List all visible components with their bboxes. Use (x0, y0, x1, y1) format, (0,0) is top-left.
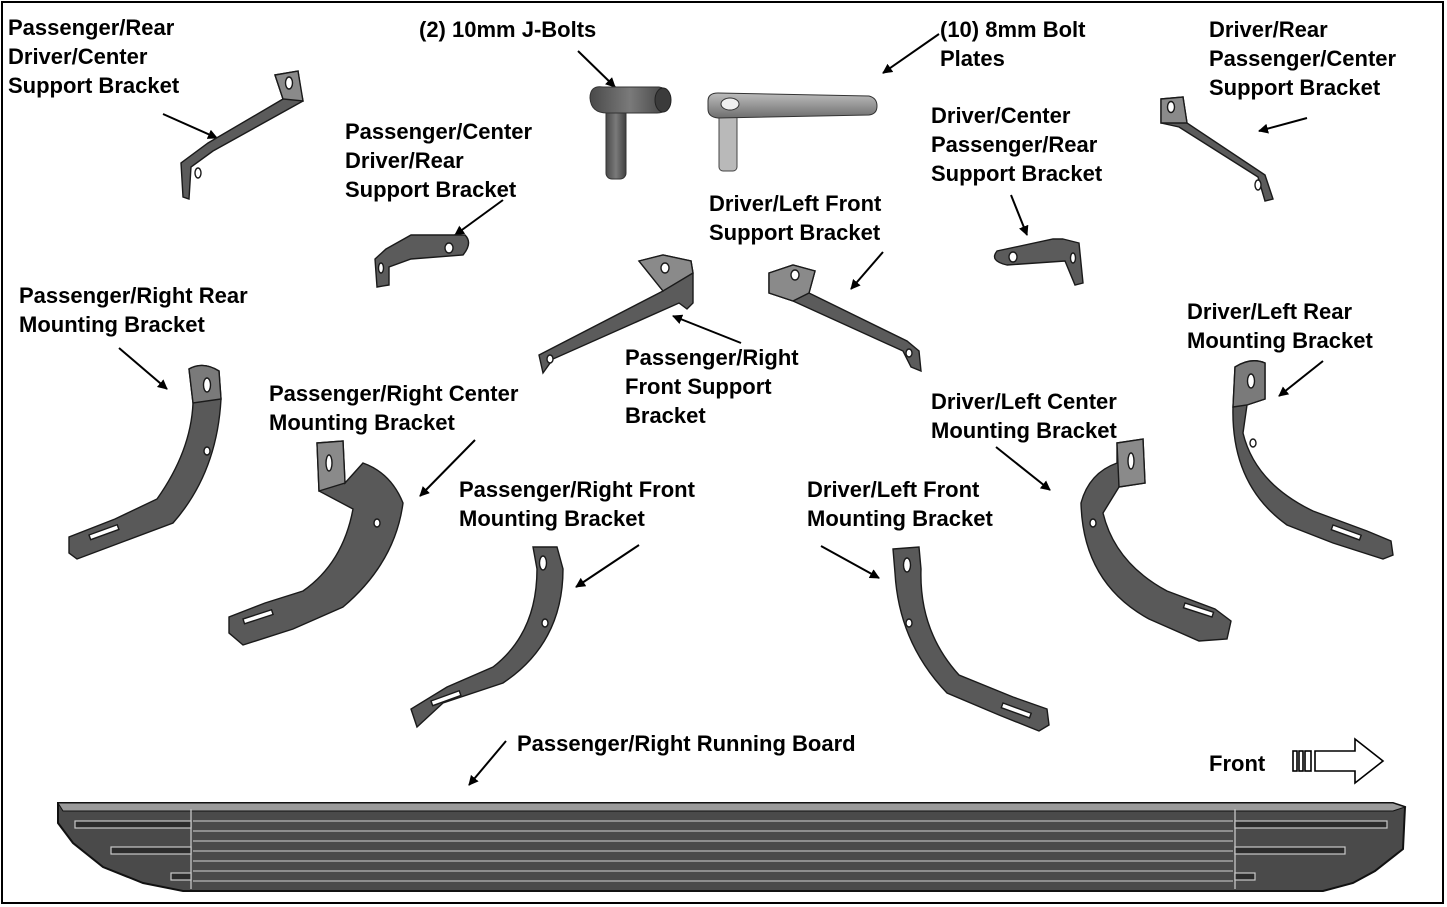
mounting-bracket-pass-right-center (228, 440, 404, 646)
mounting-bracket-drv-left-center (1080, 438, 1232, 642)
support-bracket-drv-rear (1160, 96, 1274, 202)
support-bracket-drv-center (993, 238, 1084, 286)
arrow-pass-center-support (454, 199, 504, 236)
support-bracket-drv-left-front (768, 264, 922, 373)
arrow-drv-left-center-mount (995, 446, 1051, 491)
label-running-board: Passenger/Right Running Board (517, 731, 856, 756)
arrow-pass-right-front-support (672, 314, 742, 344)
label-drv-left-front-support: Driver/Left Front Support Bracket (709, 191, 882, 245)
label-pass-rear-drv-center-support: Passenger/Rear Driver/Center Support Bra… (8, 15, 180, 98)
j-bolt-part (589, 86, 672, 180)
arrow-bolt-plates (882, 33, 940, 74)
arrow-drv-rear-support (1258, 117, 1308, 134)
arrow-drv-left-front-mount (820, 545, 880, 579)
support-bracket-pass-right-front (538, 254, 694, 375)
mounting-bracket-pass-right-rear (68, 364, 222, 560)
arrow-j-bolts (577, 50, 616, 88)
support-bracket-pass-rear (180, 70, 304, 200)
arrow-pass-right-rear-mount (118, 347, 168, 390)
arrow-pass-right-front-mount (575, 544, 640, 588)
label-drv-left-rear-mounting: Driver/Left Rear Mounting Bracket (1187, 299, 1373, 353)
label-drv-left-front-mounting: Driver/Left Front Mounting Bracket (807, 477, 993, 531)
label-pass-center-drv-rear-support: Passenger/Center Driver/Rear Support Bra… (345, 119, 533, 202)
mounting-bracket-drv-left-rear (1232, 360, 1394, 560)
mounting-bracket-pass-right-front (410, 546, 564, 729)
front-direction-icon (1292, 737, 1385, 785)
label-pass-right-rear-mounting: Passenger/Right Rear Mounting Bracket (19, 283, 248, 337)
parts-diagram (57, 33, 1407, 892)
support-bracket-pass-center (374, 234, 470, 288)
label-drv-center-pass-rear-support: Driver/Center Passenger/Rear Support Bra… (931, 103, 1103, 186)
label-pass-right-front-support: Passenger/Right Front Support Bracket (625, 345, 799, 428)
bolt-plate-part (707, 92, 878, 172)
arrow-pass-right-center-mount (419, 439, 476, 497)
label-bolt-plates: (10) 8mm Bolt Plates (940, 17, 1086, 71)
front-label: Front (1209, 751, 1266, 776)
arrow-running-board (468, 740, 507, 786)
mounting-bracket-drv-left-front (892, 546, 1050, 732)
label-pass-right-center-mounting: Passenger/Right Center Mounting Bracket (269, 381, 519, 435)
arrow-pass-rear-support (162, 113, 218, 139)
arrow-drv-center-support (1010, 194, 1029, 236)
running-board-part (57, 802, 1407, 892)
label-pass-right-front-mounting: Passenger/Right Front Mounting Bracket (459, 477, 695, 531)
label-drv-left-center-mounting: Driver/Left Center Mounting Bracket (931, 389, 1117, 443)
label-drv-rear-pass-center-support: Driver/Rear Passenger/Center Support Bra… (1209, 17, 1397, 100)
leader-arrows (118, 33, 1324, 786)
label-j-bolts: (2) 10mm J-Bolts (419, 17, 597, 42)
arrow-drv-left-front-support (850, 251, 884, 290)
arrow-drv-left-rear-mount (1278, 360, 1324, 397)
